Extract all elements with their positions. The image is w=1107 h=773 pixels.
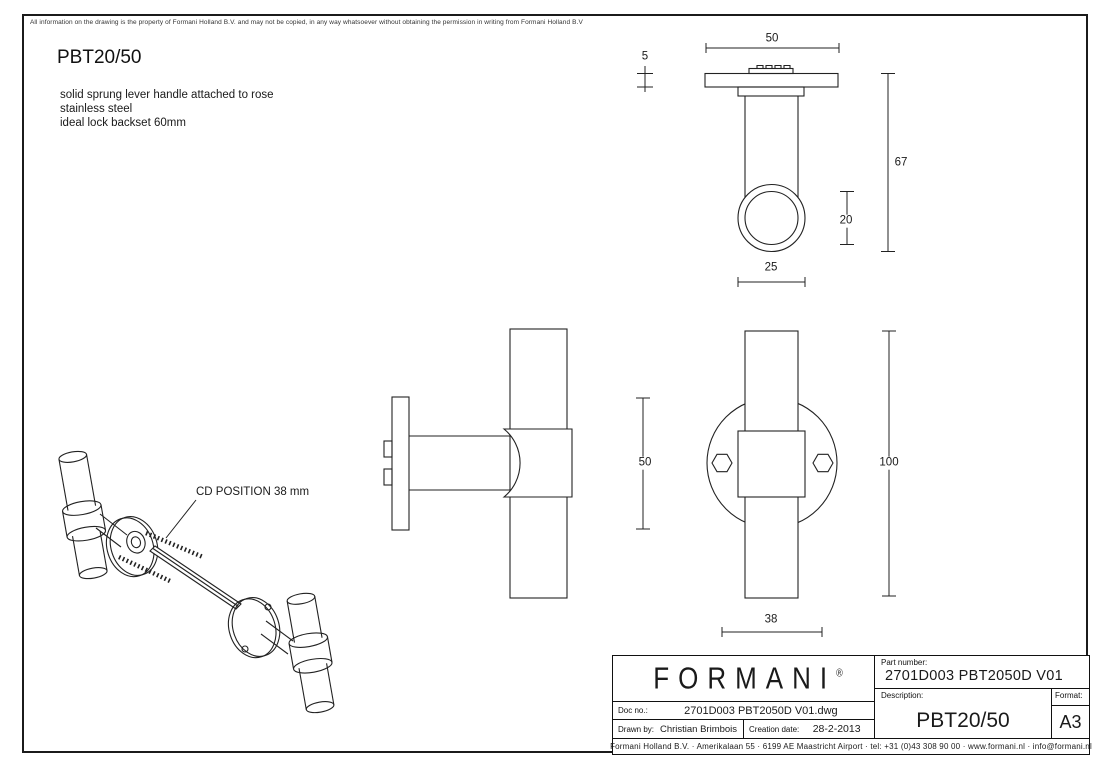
drawn-by-label: Drawn by: [618, 724, 655, 734]
formani-logo: FORMANI® [613, 656, 874, 702]
description-label: Description: [881, 691, 924, 700]
company-footer: Formani Holland B.V. · Amerikalaan 55 · … [610, 738, 1092, 754]
sheet-border [22, 14, 1088, 753]
format-value: A3 [1059, 711, 1082, 732]
copyright-disclaimer: All information on the drawing is the pr… [30, 19, 583, 26]
title-block: FORMANI® Doc no.: 2701D003 PBT2050D V01.… [610, 655, 1092, 755]
description-format-row: Description: PBT20/50 Format: A3 [875, 689, 1089, 738]
part-number-cell: Part number: 2701D003 PBT2050D V01 [875, 656, 1089, 689]
product-description-line-3: ideal lock backset 60mm [60, 117, 186, 129]
product-description-line-1: solid sprung lever handle attached to ro… [60, 89, 274, 101]
doc-no-label: Doc no.: [618, 706, 648, 715]
title-block-left-column: FORMANI® Doc no.: 2701D003 PBT2050D V01.… [613, 656, 875, 738]
drawn-by-cell: Drawn by: Christian Brimbois [613, 720, 743, 738]
creation-date-value: 28-2-2013 [812, 723, 861, 735]
side-view-drawing [383, 328, 573, 599]
cd-position-annotation: CD POSITION 38 mm [196, 486, 310, 498]
dim-side-grip-length: 50 [636, 456, 654, 470]
description-cell: Description: PBT20/50 [875, 689, 1052, 738]
description-value: PBT20/50 [916, 708, 1010, 732]
dim-top-tube-diameter: 20 [837, 214, 855, 228]
dim-top-neck-width: 25 [762, 261, 780, 275]
title-block-main: FORMANI® Doc no.: 2701D003 PBT2050D V01.… [613, 656, 1089, 738]
part-number-label: Part number: [881, 658, 928, 667]
doc-no-value: 2701D003 PBT2050D V01.dwg [684, 704, 838, 717]
dim-top-plate-thickness: 5 [639, 50, 651, 64]
product-description-line-2: stainless steel [60, 103, 133, 115]
format-label: Format: [1052, 689, 1089, 706]
formani-logo-text: FORMANI® [644, 660, 843, 697]
dim-front-total-height: 100 [877, 456, 901, 470]
format-cell: Format: A3 [1052, 689, 1089, 738]
registered-trademark-mark: ® [836, 667, 843, 680]
logo-wordmark: FORMANI [653, 660, 837, 696]
top-view-dimension-lines [637, 43, 895, 287]
drawn-by-row: Drawn by: Christian Brimbois Creation da… [613, 720, 874, 738]
isometric-exploded-view [58, 450, 335, 714]
dim-top-total-height: 67 [892, 156, 910, 170]
creation-date-cell: Creation date: 28-2-2013 [743, 720, 874, 738]
page-title: PBT20/50 [57, 47, 142, 68]
dim-front-rose-diameter: 38 [762, 613, 780, 627]
part-number-value: 2701D003 PBT2050D V01 [885, 668, 1064, 684]
title-block-right-column: Part number: 2701D003 PBT2050D V01 Descr… [875, 656, 1089, 738]
front-view-drawing [706, 330, 838, 599]
drawn-by-value: Christian Brimbois [659, 723, 738, 735]
doc-no-row: Doc no.: 2701D003 PBT2050D V01.dwg [613, 702, 874, 720]
dim-top-plate-width: 50 [763, 32, 781, 46]
top-view-drawing [704, 64, 839, 253]
creation-date-label: Creation date: [749, 724, 800, 734]
